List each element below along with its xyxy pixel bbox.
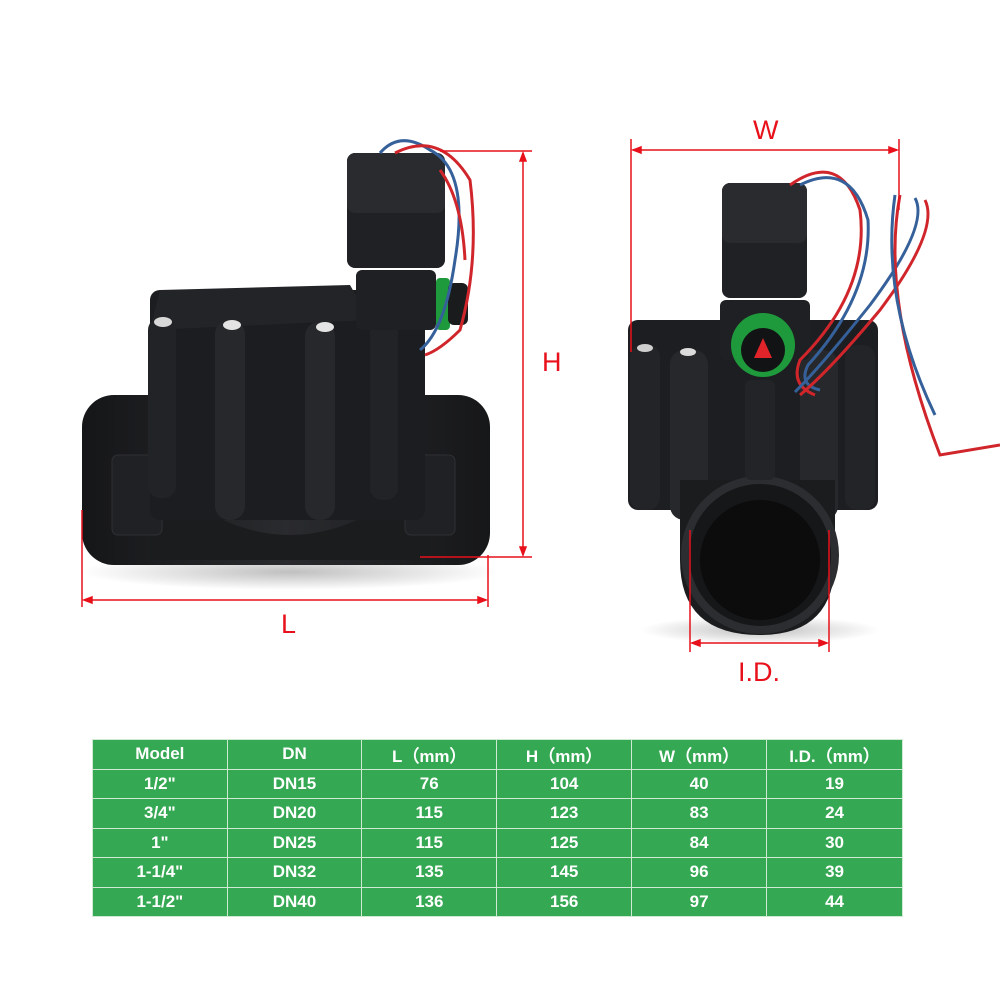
cell-width: 40 <box>631 768 768 799</box>
table-row: 1" DN25 115 125 84 30 <box>92 827 903 858</box>
cell-length: 136 <box>361 886 498 917</box>
cell-width: 84 <box>631 827 768 858</box>
cell-width: 96 <box>631 857 768 888</box>
dimension-line-height <box>420 150 532 558</box>
product-illustration <box>80 139 1000 652</box>
cell-model: 1/2" <box>92 768 228 799</box>
table-row: 3/4" DN20 115 123 83 24 <box>92 798 903 829</box>
header-inner-diameter: I.D.（mm） <box>766 739 903 770</box>
header-height: H（mm） <box>496 739 633 770</box>
cell-width: 83 <box>631 798 768 829</box>
cell-length: 76 <box>361 768 498 799</box>
cell-model: 1-1/2" <box>92 886 228 917</box>
cell-dn: DN15 <box>226 768 363 799</box>
cell-height: 145 <box>496 857 633 888</box>
cell-height: 125 <box>496 827 633 858</box>
front-view-valve <box>628 170 1000 644</box>
length-label: L <box>281 609 297 639</box>
cell-height: 123 <box>496 798 633 829</box>
cell-model: 1" <box>92 827 228 858</box>
header-length: L（mm） <box>361 739 498 770</box>
cell-model: 1-1/4" <box>92 857 228 888</box>
height-label: H <box>542 347 562 377</box>
cell-inner-diameter: 19 <box>766 768 903 799</box>
cell-inner-diameter: 44 <box>766 886 903 917</box>
inner-diameter-label: I.D. <box>738 657 781 687</box>
cell-length: 115 <box>361 798 498 829</box>
cell-inner-diameter: 24 <box>766 798 903 829</box>
cell-dn: DN25 <box>226 827 363 858</box>
cell-height: 156 <box>496 886 633 917</box>
cell-dn: DN40 <box>226 886 363 917</box>
header-dn: DN <box>226 739 363 770</box>
table-row: 1-1/2" DN40 136 156 97 44 <box>92 886 903 917</box>
cell-dn: DN20 <box>226 798 363 829</box>
cell-dn: DN32 <box>226 857 363 888</box>
header-width: W（mm） <box>631 739 768 770</box>
cell-height: 104 <box>496 768 633 799</box>
spec-table: Model DN L（mm） H（mm） W（mm） I.D.（mm） 1/2"… <box>92 739 903 917</box>
dimension-line-width <box>630 139 900 352</box>
table-row: 1/2" DN15 76 104 40 19 <box>92 768 903 799</box>
dimension-line-length <box>81 510 489 607</box>
cell-width: 97 <box>631 886 768 917</box>
cell-length: 135 <box>361 857 498 888</box>
cell-inner-diameter: 39 <box>766 857 903 888</box>
table-row: 1-1/4" DN32 135 145 96 39 <box>92 857 903 888</box>
dimension-line-inner-diameter <box>689 530 830 652</box>
cell-inner-diameter: 30 <box>766 827 903 858</box>
side-view-valve <box>80 139 500 590</box>
cell-length: 115 <box>361 827 498 858</box>
cell-model: 3/4" <box>92 798 228 829</box>
table-header-row: Model DN L（mm） H（mm） W（mm） I.D.（mm） <box>92 739 903 770</box>
header-model: Model <box>92 739 228 770</box>
width-label: W <box>753 115 779 145</box>
